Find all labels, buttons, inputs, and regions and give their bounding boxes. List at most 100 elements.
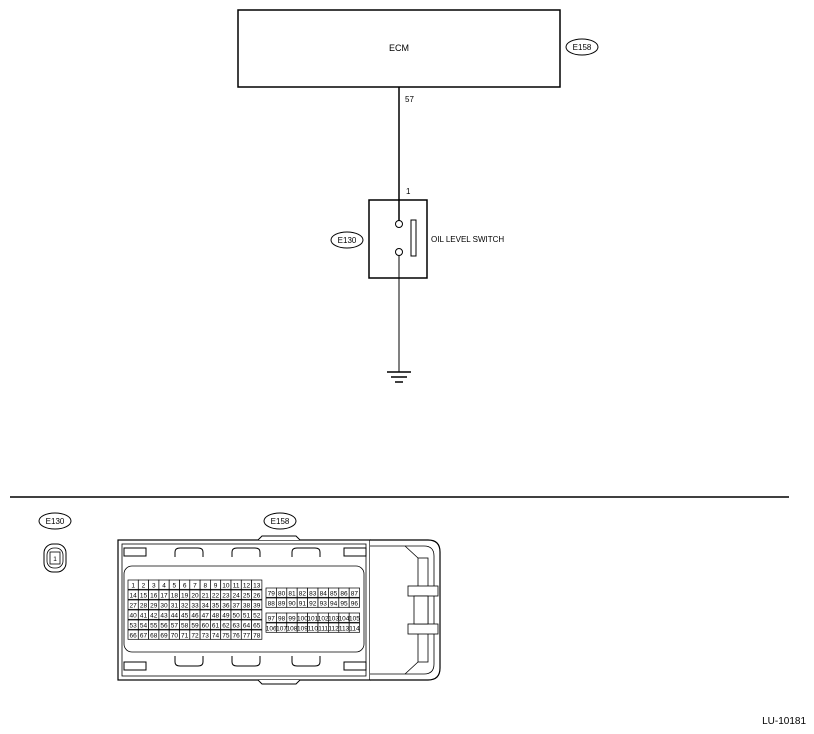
e158-left-pin-label: 15 xyxy=(140,592,148,599)
e158-right-pin-label: 89 xyxy=(278,600,286,607)
e158-left-pin-label: 37 xyxy=(233,602,241,609)
e158-left-pin-label: 12 xyxy=(243,582,251,589)
e158-left-pin-cell xyxy=(251,599,263,610)
e158-right-pin-label: 100 xyxy=(297,615,308,622)
e158-left-pin-label: 51 xyxy=(243,612,251,619)
e158-right-pin-label: 102 xyxy=(318,615,329,622)
switch-label: OIL LEVEL SWITCH xyxy=(431,235,504,244)
e130-connector-label: E130 xyxy=(46,517,65,526)
e158-left-pin-label: 7 xyxy=(193,582,197,589)
ground-icon xyxy=(387,371,411,383)
e158-right-pin-cell xyxy=(348,587,360,598)
figure-id: LU-10181 xyxy=(762,716,806,727)
ecm-label: ECM xyxy=(389,43,409,53)
e158-left-pin-label: 16 xyxy=(150,592,158,599)
e158-right-pin-label: 106 xyxy=(266,625,277,632)
e158-left-pin-label: 29 xyxy=(150,602,158,609)
e158-left-pin-label: 59 xyxy=(191,622,199,629)
e158-left-pin-label: 46 xyxy=(191,612,199,619)
e158-left-pin-cell xyxy=(251,589,263,600)
e158-left-pin-label: 21 xyxy=(202,592,210,599)
e158-left-pin-label: 76 xyxy=(233,632,241,639)
e158-left-pin-label: 14 xyxy=(130,592,138,599)
e130-connector-face: 1 xyxy=(43,543,67,573)
switch-terminal-2 xyxy=(395,248,403,256)
e158-left-pin-label: 54 xyxy=(140,622,148,629)
e158-right-pin-label: 92 xyxy=(309,600,317,607)
e158-left-pin-label: 4 xyxy=(162,582,166,589)
e158-left-pin-label: 28 xyxy=(140,602,148,609)
e158-left-pin-label: 24 xyxy=(233,592,241,599)
e158-right-pin-label: 93 xyxy=(320,600,328,607)
e158-left-pin-label: 1 xyxy=(131,582,135,589)
e158-left-pin-label: 55 xyxy=(150,622,158,629)
e158-right-pin-label: 105 xyxy=(349,615,360,622)
e158-right-pin-label: 107 xyxy=(276,625,287,632)
e158-right-pin-label: 86 xyxy=(340,590,348,597)
e158-left-pin-label: 58 xyxy=(181,622,189,629)
e158-left-pin-label: 49 xyxy=(222,612,230,619)
e158-left-pin-label: 64 xyxy=(243,622,251,629)
e158-left-pin-cell xyxy=(251,579,263,590)
e158-left-pin-label: 71 xyxy=(181,632,189,639)
e158-right-pin-cell xyxy=(348,597,360,608)
e158-right-pin-label: 84 xyxy=(320,590,328,597)
e158-right-pin-label: 83 xyxy=(309,590,317,597)
ecm-pin-label: 57 xyxy=(405,95,414,104)
e158-left-pin-label: 63 xyxy=(233,622,241,629)
e158-left-pin-label: 30 xyxy=(160,602,168,609)
e158-left-pin-label: 75 xyxy=(222,632,230,639)
e158-left-pin-label: 50 xyxy=(233,612,241,619)
e158-right-pin-label: 87 xyxy=(351,590,359,597)
e158-right-pin-label: 97 xyxy=(268,615,276,622)
e158-left-pin-label: 35 xyxy=(212,602,220,609)
e158-left-pin-label: 34 xyxy=(202,602,210,609)
e158-left-pin-label: 27 xyxy=(130,602,138,609)
e130-pin-label: 1 xyxy=(53,556,57,563)
ecm-connector-badge xyxy=(565,38,599,56)
e158-left-pin-label: 74 xyxy=(212,632,220,639)
e158-left-pin-label: 48 xyxy=(212,612,220,619)
e158-left-pin-label: 26 xyxy=(253,592,261,599)
e158-left-pin-label: 57 xyxy=(171,622,179,629)
e158-right-pin-label: 96 xyxy=(351,600,359,607)
e158-left-pin-label: 3 xyxy=(152,582,156,589)
e158-left-pin-label: 53 xyxy=(130,622,138,629)
e158-left-pin-label: 67 xyxy=(140,632,148,639)
e158-left-pin-label: 9 xyxy=(214,582,218,589)
e158-left-pin-label: 44 xyxy=(171,612,179,619)
e158-left-pin-label: 32 xyxy=(181,602,189,609)
switch-connector-label: E130 xyxy=(338,236,357,245)
e158-right-pin-label: 81 xyxy=(288,590,296,597)
e158-right-pin-label: 98 xyxy=(278,615,286,622)
e158-right-pin-label: 114 xyxy=(349,625,360,632)
e158-right-pin-label: 91 xyxy=(299,600,307,607)
switch-contact-icon xyxy=(410,219,417,257)
e158-left-pin-label: 13 xyxy=(253,582,261,589)
e158-left-pin-label: 20 xyxy=(191,592,199,599)
e158-left-pin-label: 56 xyxy=(160,622,168,629)
e158-left-pin-label: 19 xyxy=(181,592,189,599)
e158-right-pin-label: 113 xyxy=(339,625,350,632)
e158-connector-badge xyxy=(263,512,297,530)
e158-left-pin-label: 8 xyxy=(203,582,207,589)
e158-left-pin-label: 36 xyxy=(222,602,230,609)
e158-right-pin-label: 95 xyxy=(340,600,348,607)
e158-left-pin-cell xyxy=(251,609,263,620)
e158-left-pin-label: 47 xyxy=(202,612,210,619)
e158-left-pin-label: 52 xyxy=(253,612,261,619)
e158-right-pin-label: 110 xyxy=(308,625,319,632)
e158-left-pin-label: 6 xyxy=(183,582,187,589)
e158-right-pin-label: 94 xyxy=(330,600,338,607)
e130-connector-badge xyxy=(38,512,72,530)
e158-right-pin-cell xyxy=(348,622,360,633)
e158-right-pin-label: 111 xyxy=(318,625,328,632)
e158-left-pin-label: 42 xyxy=(150,612,158,619)
e158-left-pin-label: 69 xyxy=(160,632,168,639)
e158-left-pin-label: 38 xyxy=(243,602,251,609)
e158-left-pin-cell xyxy=(251,629,263,640)
e158-right-pin-label: 99 xyxy=(288,615,296,622)
